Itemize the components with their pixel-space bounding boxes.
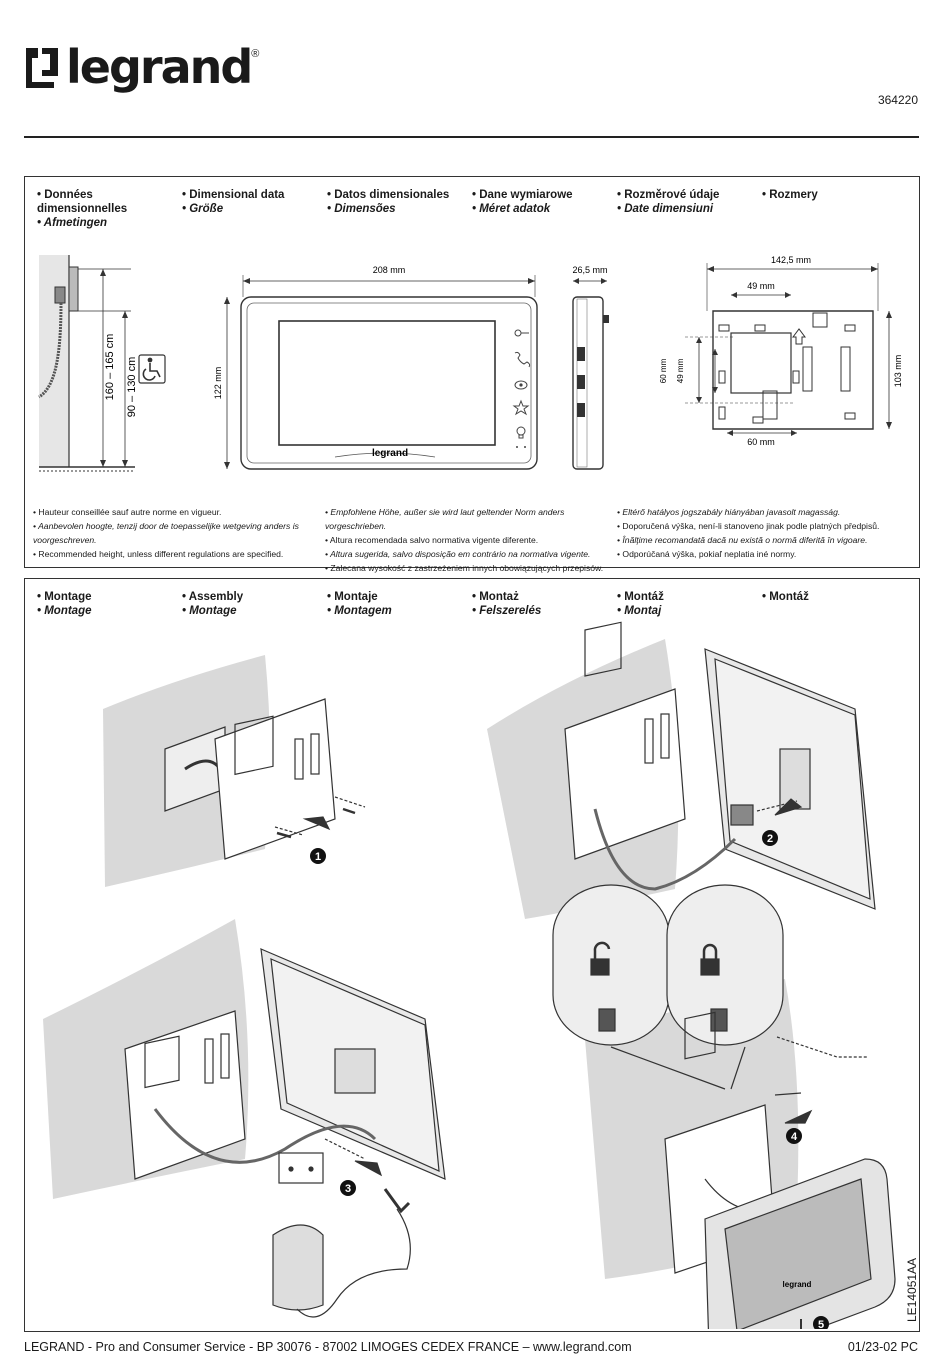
brand-name: legrand: [66, 40, 253, 94]
front-width-label: 208 mm: [373, 265, 406, 275]
height-notes-col2: • Empfohlene Höhe, außer sie wird laut g…: [325, 505, 615, 575]
title-pl-hu: • Dane wymiarowe• Méret adatok: [472, 189, 573, 215]
assembly-panel: • Montage• Montage • Assembly• Montage •…: [24, 578, 920, 1332]
front-height-label: 122 mm: [213, 367, 223, 400]
assembly-title-sk: • Montáž: [762, 591, 809, 603]
document-code: LE14051AA: [905, 1257, 919, 1322]
registered-mark: ®: [251, 48, 260, 60]
note-pt: • Altura sugerida, salvo disposição em c…: [325, 549, 591, 559]
note-cs: • Doporučená výška, není-li stanoveno ji…: [617, 521, 880, 531]
phone-icon: [514, 351, 531, 368]
note-en: • Recommended height, unless different r…: [33, 549, 284, 559]
note-fr: • Hauteur conseillée sauf autre norme en…: [33, 507, 222, 517]
assembly-title-es-pt: • Montaje• Montagem: [327, 591, 392, 617]
note-pl: • Zalecana wysokość z zastrzeżeniem inny…: [325, 563, 604, 573]
step2-badge: [762, 830, 778, 846]
accessibility-icon: [147, 357, 153, 363]
note-de: • Empfohlene Höhe, außer sie wird laut g…: [325, 507, 565, 531]
unlocked-padlock-icon: [590, 958, 610, 976]
product-reference: 364220: [877, 93, 918, 107]
assembly-title-en-de: • Assembly• Montage: [182, 591, 244, 617]
note-hu: • Eltérő hatályos jogszabály hiányában j…: [617, 507, 841, 517]
footer-address: LEGRAND - Pro and Consumer Service - BP …: [24, 1340, 632, 1354]
height-range-2-label: 90 – 130 cm: [126, 357, 138, 418]
plate-height-label: 103 mm: [893, 355, 903, 388]
step1-number: 1: [315, 851, 321, 863]
step4-number: 4: [791, 1131, 798, 1143]
height-range-1-label: 160 – 165 cm: [104, 334, 116, 401]
wall-plate-view: [685, 263, 892, 436]
assembly-title-pl-hu: • Montaż• Felszerelés: [472, 591, 542, 617]
step3-badge: [340, 1180, 356, 1196]
star-icon: [512, 399, 530, 416]
eye-icon: [514, 380, 528, 390]
note-es: • Altura recomendada salvo normativa vig…: [325, 535, 539, 545]
assembly-title-fr-nl: • Montage• Montage: [37, 591, 92, 617]
height-notes-col3: • Eltérő hatályos jogszabály hiányában j…: [617, 505, 912, 561]
monitor-front-view: [224, 275, 538, 470]
title-es-pt: • Datos dimensionales• Dimensões: [327, 189, 450, 215]
monitor-side-view: [572, 278, 609, 470]
device-brand-label: legrand: [783, 1280, 812, 1289]
assembly-illustrations: 1 2: [43, 621, 896, 1329]
step5-number: 5: [818, 1319, 824, 1329]
title-en-de: • Dimensional data• Größe: [182, 189, 285, 215]
depth-label: 26,5 mm: [572, 265, 607, 275]
height-notes-col1: • Hauteur conseillée sauf autre norme en…: [33, 505, 303, 561]
plate-hole-width-label: 60 mm: [747, 437, 775, 447]
step4-illustration: [552, 884, 896, 1329]
note-ro: • Înălţime recomandată dacă nu există o …: [617, 535, 868, 545]
plate-box-width-label: 49 mm: [747, 281, 775, 291]
dimensions-titles: • Données dimensionnelles• Afmetingen • …: [37, 188, 907, 230]
title-sk: • Rozmery: [762, 189, 818, 201]
legrand-logo-mark-icon: [26, 48, 58, 88]
step1-illustration: [164, 698, 366, 860]
assembly-titles: • Montage• Montage • Assembly• Montage •…: [37, 590, 907, 618]
title-fr-nl: • Données dimensionnelles• Afmetingen: [37, 189, 128, 229]
header-divider: [24, 136, 919, 138]
step2-number: 2: [767, 833, 773, 845]
footer-date-code: 01/23-02 PC: [847, 1340, 918, 1354]
dimension-drawings: 160 – 165 cm 90 – 130 cm 2: [38, 255, 903, 472]
front-brand-label: legrand: [372, 448, 408, 459]
note-nl: • Aanbevolen hoogte, tenzij door de toep…: [33, 521, 299, 545]
dimensions-panel: • Données dimensionnelles• Afmetingen • …: [24, 176, 920, 573]
step2-illustration: [564, 621, 876, 910]
plate-hole-height-label: 60 mm: [659, 358, 668, 383]
locked-padlock-icon: [700, 958, 720, 976]
brand-logo: legrand ®: [24, 44, 259, 90]
wall-side-view: [38, 255, 166, 472]
plate-box-height-label: 49 mm: [676, 358, 685, 383]
note-sk: • Odporúčaná výška, pokiaľ neplatia iné …: [617, 549, 797, 559]
step3-illustration: [124, 948, 446, 1318]
plate-width-label: 142,5 mm: [771, 255, 811, 265]
step3-number: 3: [345, 1183, 351, 1195]
step1-badge: [310, 848, 326, 864]
step5-badge: [813, 1316, 829, 1329]
title-cs-ro: • Rozměrové údaje• Date dimensiuni: [617, 189, 720, 215]
step4-badge: [786, 1128, 802, 1144]
assembly-title-cs-ro: • Montáž• Montaj: [617, 591, 664, 617]
